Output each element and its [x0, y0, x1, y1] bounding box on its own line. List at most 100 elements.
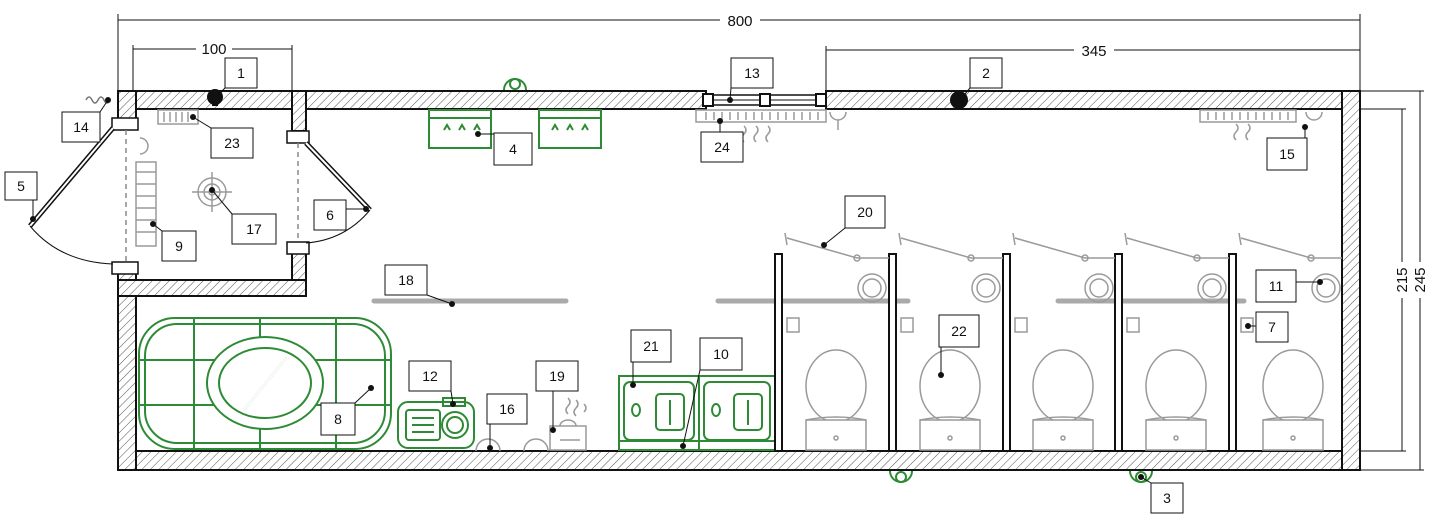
callout-box	[320, 402, 356, 436]
callout-pointer	[475, 131, 481, 137]
dimension-vestibule-width: 100	[201, 41, 226, 58]
callout-box	[844, 195, 886, 229]
water-heater-19	[549, 397, 587, 451]
power-cable-14	[85, 96, 111, 104]
callout-pointer	[1138, 474, 1144, 480]
callout-pointer	[821, 242, 827, 248]
dimension-overall-length: 800	[727, 13, 752, 30]
callout-box	[630, 329, 672, 363]
callout-number: 22	[951, 323, 967, 339]
callout-number: 16	[499, 401, 515, 417]
callout-4: 4	[475, 131, 533, 166]
callout-5: 5	[4, 171, 38, 222]
callout-leader	[426, 294, 453, 305]
callout-pointer	[717, 118, 723, 124]
inner-door-right	[304, 141, 372, 244]
cubicle-3	[1012, 232, 1115, 451]
dimension-lines: 800 100 345 215 245	[117, 10, 1429, 471]
callout-number: 18	[398, 272, 414, 288]
callout-pointer	[938, 372, 944, 378]
callout-number: 21	[643, 338, 659, 354]
heater-15	[1199, 109, 1323, 141]
callout-box	[535, 360, 579, 392]
callout-pointer	[727, 97, 733, 103]
callout-10: 10	[680, 337, 743, 449]
callout-pointer	[209, 187, 215, 193]
callout-6: 6	[313, 199, 369, 231]
callout-7: 7	[1245, 311, 1289, 343]
callout-box	[493, 132, 533, 166]
callout-box	[938, 314, 980, 348]
callout-leader	[211, 189, 233, 215]
callout-box	[969, 57, 1003, 89]
callout-number: 19	[549, 368, 565, 384]
toilet-cubicles	[774, 253, 1237, 452]
entrance-door-left	[28, 126, 115, 265]
callout-box	[224, 57, 258, 89]
callout-pointer	[150, 221, 156, 227]
water-tank-8	[138, 317, 392, 450]
callout-17: 17	[209, 187, 277, 245]
callout-pointer	[363, 206, 369, 212]
callout-pointer	[190, 114, 196, 120]
callout-box	[1255, 311, 1289, 343]
callout-number: 23	[224, 135, 240, 151]
callout-box	[408, 360, 452, 392]
callout-box	[210, 127, 254, 159]
callout-pointer	[212, 95, 218, 101]
callout-number: 17	[246, 221, 262, 237]
callout-13: 13	[727, 57, 774, 103]
cubicle-5	[1238, 232, 1342, 451]
callout-pointer	[487, 445, 493, 451]
callout-number: 14	[73, 119, 89, 135]
callout-number: 13	[744, 65, 760, 81]
callout-number: 2	[982, 65, 990, 81]
callout-number: 11	[1269, 278, 1284, 294]
shoe-rack	[135, 137, 157, 247]
callout-pointer	[680, 443, 686, 449]
callout-18: 18	[384, 264, 455, 307]
vestibule-heater	[157, 109, 199, 125]
callout-box	[161, 230, 197, 262]
callout-number: 7	[1268, 319, 1276, 335]
callout-box	[4, 171, 38, 201]
callout-box	[486, 393, 528, 425]
callout-pointer	[450, 401, 456, 407]
pump-12	[397, 397, 475, 449]
callout-pointer	[1317, 279, 1323, 285]
callout-16: 16	[486, 393, 528, 451]
callout-leader	[192, 116, 212, 129]
callout-pointer	[1302, 124, 1308, 130]
callout-14: 14	[61, 97, 111, 143]
cubicle-1	[784, 232, 889, 451]
callout-2: 2	[957, 57, 1003, 103]
callout-box	[1255, 269, 1297, 303]
callout-pointer	[957, 97, 963, 103]
callout-22: 22	[938, 314, 980, 378]
dimension-right-section: 345	[1081, 43, 1106, 60]
callout-pointer	[368, 385, 374, 391]
callout-11: 11	[1255, 269, 1323, 303]
outlets-16	[475, 438, 549, 452]
callout-number: 1	[237, 65, 245, 81]
callout-number: 12	[422, 368, 438, 384]
callout-15: 15	[1266, 124, 1308, 171]
cubicle-2	[898, 232, 1003, 451]
washbasin-units-21	[618, 375, 776, 451]
callout-19: 19	[535, 360, 579, 433]
callout-number: 15	[1279, 146, 1295, 162]
callout-box	[1150, 482, 1184, 514]
callout-box	[61, 111, 101, 143]
wall-units-4	[428, 109, 602, 149]
door-frames	[111, 117, 310, 275]
callout-number: 8	[334, 411, 342, 427]
callout-number: 9	[175, 238, 183, 254]
callout-pointer	[1245, 323, 1251, 329]
callout-23: 23	[190, 114, 254, 159]
callout-24: 24	[700, 118, 744, 163]
callout-number: 20	[857, 204, 873, 220]
callout-pointer	[30, 216, 36, 222]
callout-pointer	[550, 427, 556, 433]
callout-3: 3	[1138, 474, 1184, 514]
